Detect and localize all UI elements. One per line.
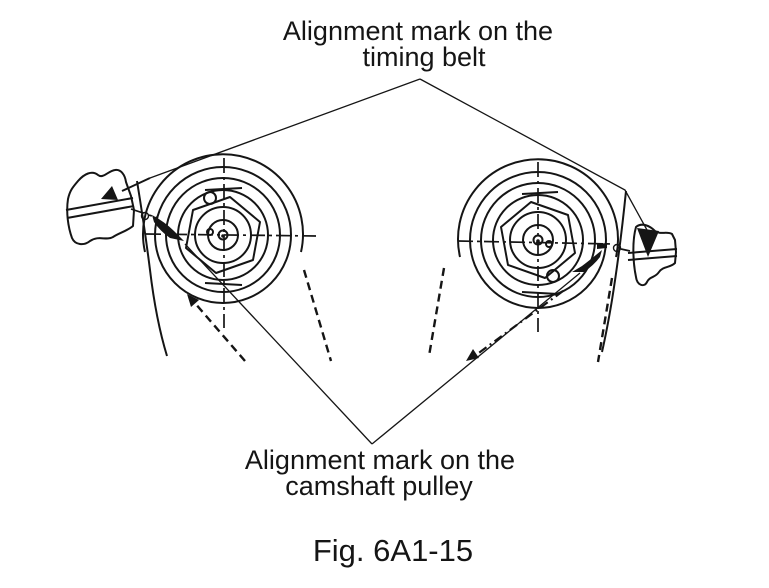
leader-to-right-pulley-mark xyxy=(371,272,581,445)
left-camshaft-pulley xyxy=(136,153,333,362)
belt-mark-line-left-2 xyxy=(66,205,135,219)
right-camshaft-pulley xyxy=(427,158,627,363)
left-belt-arrow-icon xyxy=(101,186,118,200)
timing-belt-label-line2: timing belt xyxy=(362,42,486,72)
belt-mark-line-left-1 xyxy=(65,197,134,211)
keyway-mark xyxy=(545,240,553,248)
left-pulley-mark-arrow-icon xyxy=(152,215,184,241)
belt-span-dashed-left xyxy=(193,301,246,362)
right-centerline-extension xyxy=(620,248,631,252)
hub-notch-top xyxy=(521,191,559,195)
bottom-leader-lines xyxy=(184,243,581,445)
belt-edge-left-solid xyxy=(136,180,168,357)
leader-to-right-belt-mark xyxy=(419,78,648,231)
right-belt-arrow-icon xyxy=(637,228,659,257)
pulley-mark-tick xyxy=(597,243,607,249)
figure-caption: Fig. 6A1-15 xyxy=(313,533,473,568)
belt-span-dashed-right xyxy=(475,290,564,356)
belt-edge-left-hidden xyxy=(427,267,446,357)
pulley-hub-plate xyxy=(500,201,576,279)
belt-mark-line-right-1 xyxy=(627,248,678,254)
belt-edge-right-solid xyxy=(601,190,627,353)
bolt-hole xyxy=(546,269,560,283)
dashed-arrowhead-left-icon xyxy=(187,294,199,307)
timing-belt-label-line1: Alignment mark on the xyxy=(283,16,553,46)
dashed-arrowhead-right-icon xyxy=(466,349,479,361)
belt-segment-outline-left xyxy=(66,168,135,246)
timing-belt-tab-right xyxy=(612,223,678,287)
pulley-hub-plate xyxy=(185,196,261,274)
pulley-outer-arc xyxy=(142,153,304,253)
hub-notch-bottom xyxy=(521,291,559,295)
leader-to-left-belt-mark xyxy=(149,78,421,179)
camshaft-pulley-label-line1: Alignment mark on the xyxy=(245,445,515,475)
right-pulley-mark-arrow-icon xyxy=(572,250,602,272)
pulley-outer-arc xyxy=(457,158,619,258)
camshaft-pulley-label-line2: camshaft pulley xyxy=(285,471,473,501)
pulley-rim-circle xyxy=(154,166,292,304)
belt-edge-far-right-hidden xyxy=(596,277,614,363)
leader-to-left-pulley-mark xyxy=(184,243,373,445)
top-leader-lines xyxy=(149,78,648,231)
belt-edge-right-hidden xyxy=(302,269,333,362)
bolt-hole xyxy=(203,191,217,205)
belt-mark-line-right-2 xyxy=(627,255,678,261)
left-belt-arrow-shaft xyxy=(121,177,151,192)
